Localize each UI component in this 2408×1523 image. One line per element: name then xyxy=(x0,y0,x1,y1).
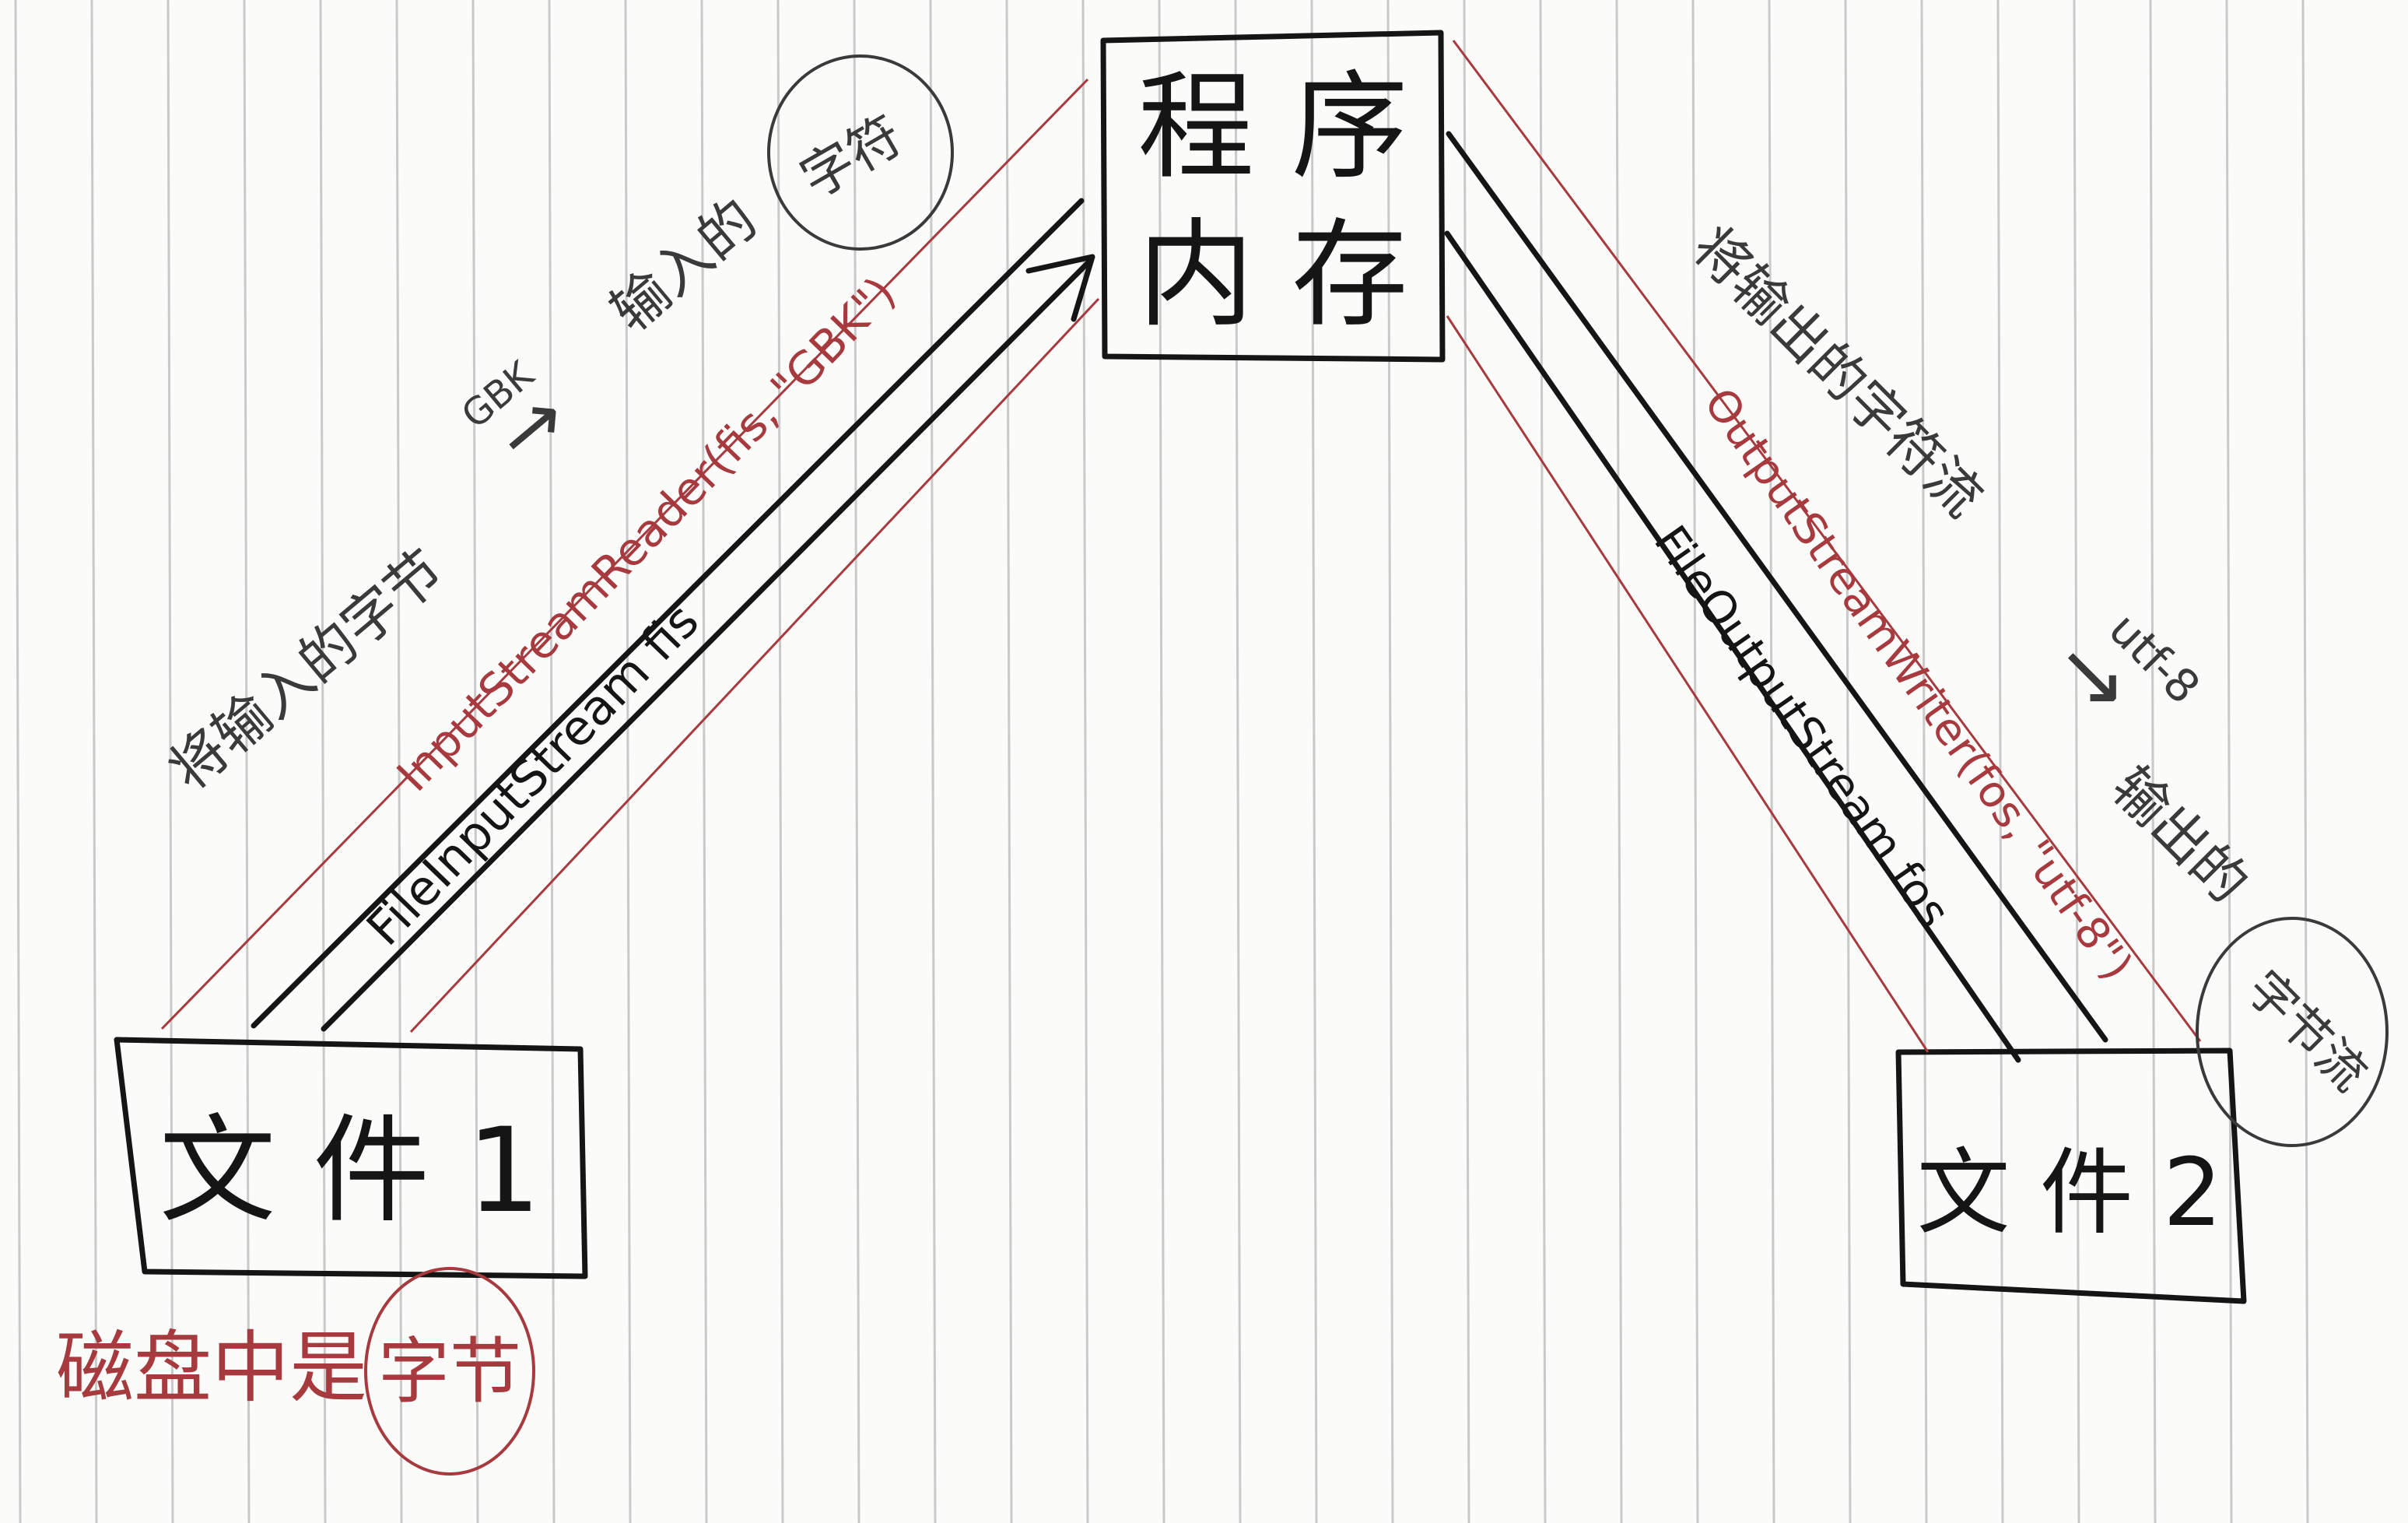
paper-rule-line xyxy=(395,0,403,1523)
paper-rule-line xyxy=(2149,0,2157,1523)
left-note-circled: 字符 xyxy=(790,104,913,210)
right-red-band-outer xyxy=(1452,40,2202,1042)
left-note-result: 输入的 xyxy=(598,186,769,344)
paper-rule-line xyxy=(1463,0,1470,1523)
left-note-circle xyxy=(767,54,954,251)
right-note-circle xyxy=(2196,917,2389,1147)
bottom-note-circled: 字节 xyxy=(378,1330,521,1413)
paper-rule-line xyxy=(1691,0,1699,1523)
right-black-band-inner xyxy=(1444,230,2021,1063)
paper-rule-line xyxy=(1768,0,1775,1523)
left-outer-stream-label: InputStreamReader(fis, "GBK") xyxy=(387,266,906,802)
paper-rule-line xyxy=(548,0,556,1523)
right-note-result: 输出的 xyxy=(2100,755,2260,915)
paper-rule-line xyxy=(2073,0,2080,1523)
left-red-band-outer xyxy=(160,78,1089,1030)
right-inner-stream-label: FileOutputStream fos xyxy=(1644,516,1961,937)
paper-rule-line xyxy=(14,0,22,1523)
program-memory-box xyxy=(1100,30,1446,363)
paper-rule-line xyxy=(1310,0,1318,1523)
paper-rule-line xyxy=(471,0,479,1523)
paper-rule-line xyxy=(319,0,327,1523)
paper-rule-line xyxy=(853,0,861,1523)
paper-rule-line xyxy=(90,0,98,1523)
program-memory-node: 程 序 内 存 xyxy=(1100,30,1446,363)
file1-node: 文 件 1 xyxy=(114,1037,588,1279)
file1-box xyxy=(114,1037,588,1279)
paper-rule-line xyxy=(1386,0,1394,1523)
paper-rule-line xyxy=(1844,0,1852,1523)
right-output-path: FileOutputStream fos OutputStreamWriter(… xyxy=(1444,40,2389,1147)
paper-rule-line xyxy=(1615,0,1623,1523)
right-black-band-outer xyxy=(1446,131,2108,1043)
paper-rule-line xyxy=(1996,0,2004,1523)
file1-label: 文 件 1 xyxy=(159,1104,542,1239)
left-red-band-inner xyxy=(409,297,1100,1033)
left-black-band-inner xyxy=(321,258,1092,1032)
paper-rule-line xyxy=(1005,0,1013,1523)
right-red-band-inner xyxy=(1446,315,1930,1053)
paper-rule-line xyxy=(2301,0,2309,1523)
paper-rule-line xyxy=(1234,0,1242,1523)
paper-rule-line xyxy=(243,0,251,1523)
bottom-note-circle xyxy=(364,1267,535,1476)
left-black-band-outer xyxy=(251,198,1085,1029)
paper-rule-line xyxy=(700,0,708,1523)
paper-rule-line xyxy=(166,0,174,1523)
paper-rule-line xyxy=(1158,0,1165,1523)
program-memory-label-line2: 内 存 xyxy=(1137,208,1408,343)
paper-rule-line xyxy=(1081,0,1089,1523)
file2-node: 文 件 2 xyxy=(1895,1048,2247,1304)
paper-rule-line xyxy=(624,0,632,1523)
left-arrowhead xyxy=(1025,254,1095,322)
paper-rule-line xyxy=(2225,0,2233,1523)
bottom-note-prefix: 磁盘中是 xyxy=(56,1322,367,1413)
program-memory-label-line1: 程 序 xyxy=(1137,60,1408,195)
paper-rule-line xyxy=(929,0,937,1523)
right-note-prefix: 将输出的字符流 xyxy=(1681,215,1995,529)
bottom-note: 磁盘中是 字节 xyxy=(56,1267,535,1476)
paper-rule-line xyxy=(1539,0,1547,1523)
paper-rule-lines xyxy=(14,0,2309,1523)
file2-box xyxy=(1895,1048,2247,1304)
paper-rule-line xyxy=(776,0,784,1523)
file2-label: 文 件 2 xyxy=(1917,1139,2223,1248)
paper-rule-line xyxy=(1920,0,1928,1523)
